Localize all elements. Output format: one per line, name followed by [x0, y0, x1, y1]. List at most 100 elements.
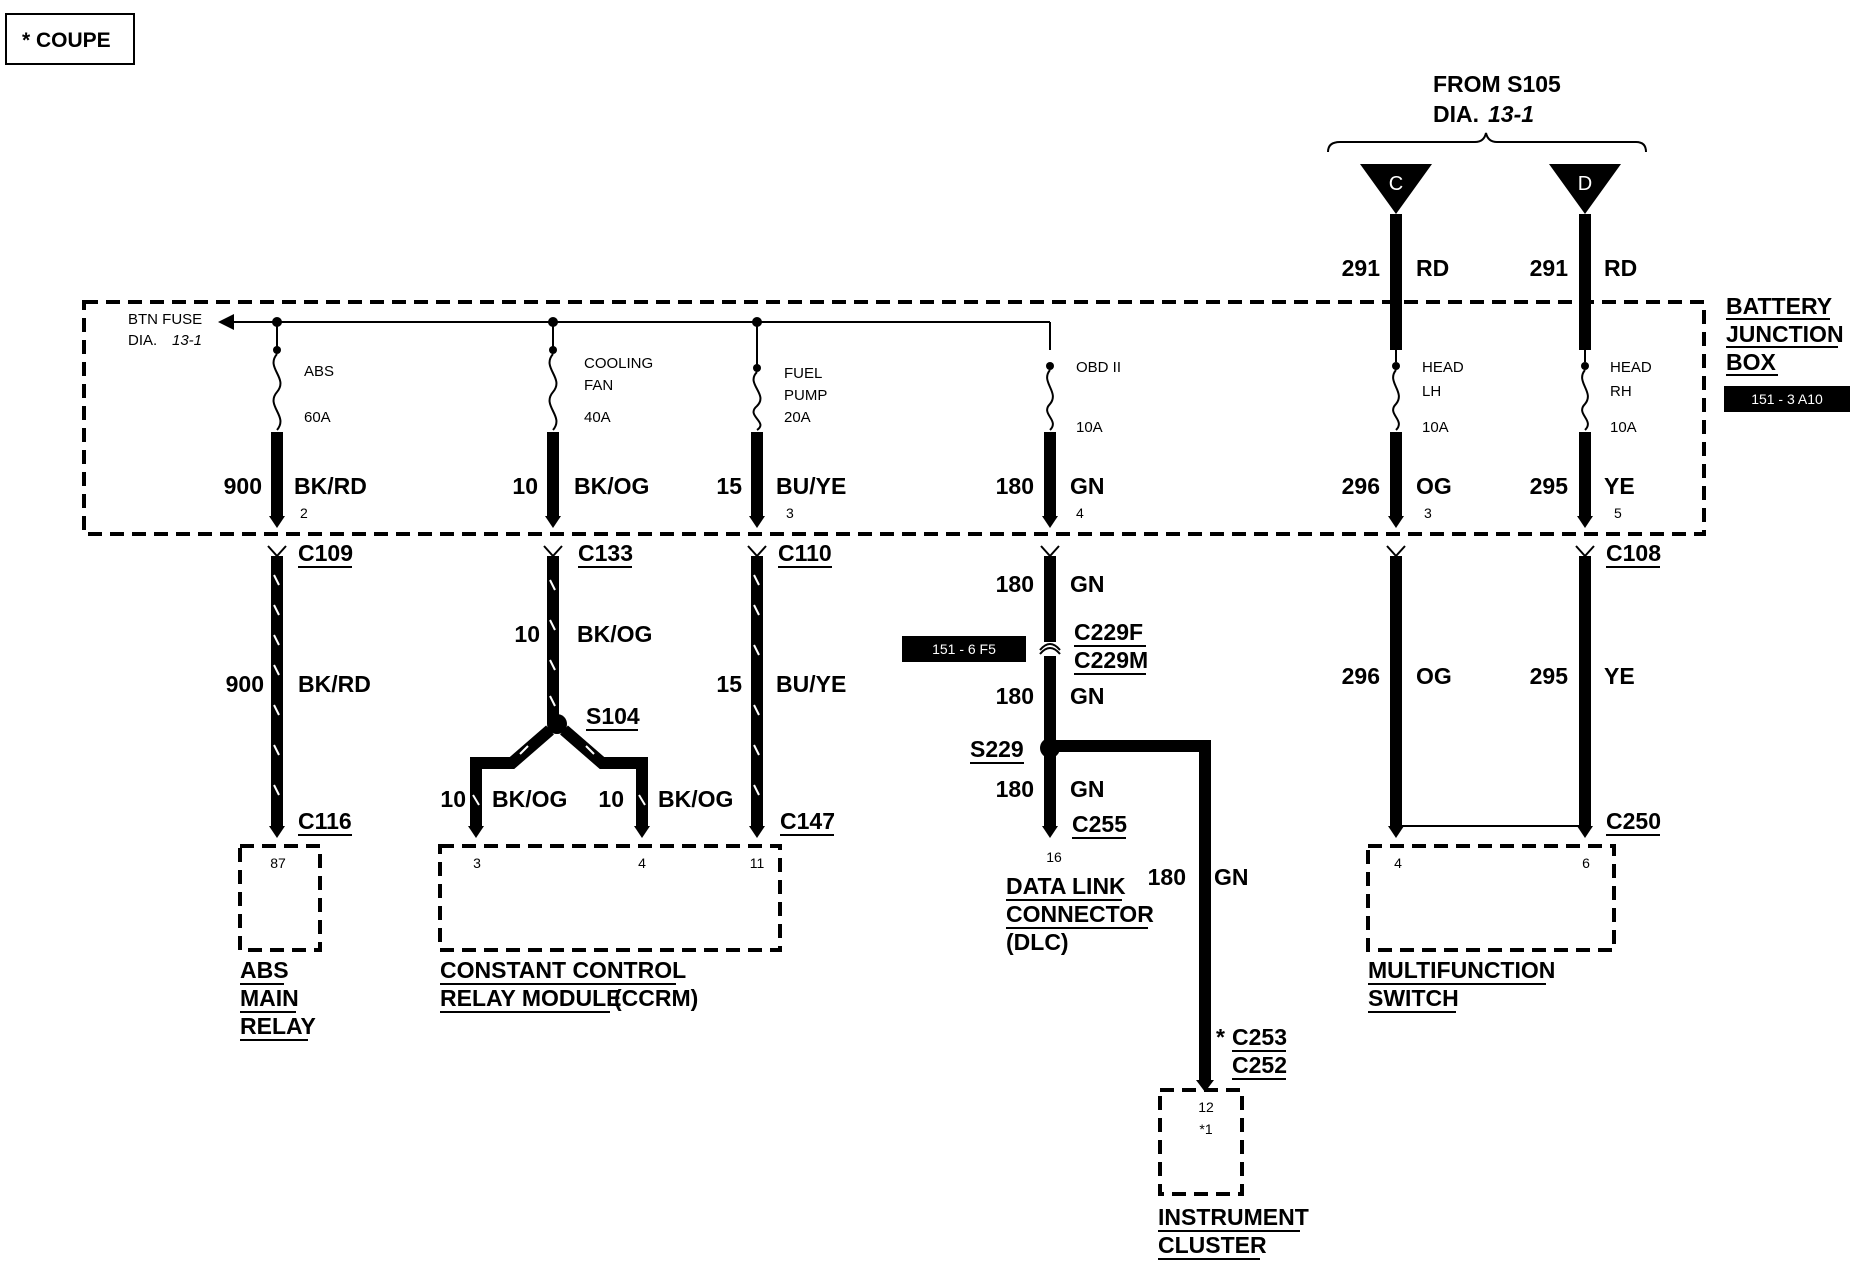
abs-relay-pin: 87 [270, 855, 286, 871]
fuse-cooling-fan-color: BK/OG [574, 473, 649, 499]
fuse-head-lh-rating: 10A [1422, 419, 1449, 436]
connector-c229f: C229F [1074, 619, 1143, 645]
cluster-name-2: CLUSTER [1158, 1232, 1267, 1258]
source-reference: FROM S105 DIA. 13-1 [1327, 71, 1647, 153]
wire-ccrm-right-circuit: 10 [598, 786, 624, 812]
wire-ye-color: YE [1604, 663, 1635, 689]
fuse-head-lh-feed-color: RD [1416, 255, 1449, 281]
abs-relay-name-1: ABS [240, 957, 289, 983]
cluster-pin: 12 [1198, 1099, 1214, 1115]
connector-c253: C253 [1232, 1024, 1287, 1050]
mfs-pin-6: 6 [1582, 855, 1590, 871]
coupe-legend: * COUPE [5, 13, 135, 65]
ccrm-module: 3 4 11 CONSTANT CONTROL RELAY MODULE (CC… [438, 844, 782, 1013]
fuse-head-rh-circuit: 295 [1530, 473, 1569, 499]
coupe-legend-label: * COUPE [22, 29, 111, 52]
fuse-head-lh-feed-circuit: 291 [1342, 255, 1381, 281]
fuse-head-rh: 291 RD HEAD RH 10A 295 YE 5 [1530, 214, 1652, 528]
fuse-obd-ii-name: OBD II [1076, 359, 1121, 376]
fuse-abs: ABS 60A 900 BK/RD 2 [224, 322, 367, 528]
dlc-page-ref: 151 - 6 F5 [932, 641, 996, 657]
mfs-name-2: SWITCH [1368, 985, 1459, 1011]
source-line2-prefix: DIA. [1433, 101, 1479, 127]
wire-fuel-color: BU/YE [776, 671, 846, 697]
btn-fuse-label: BTN FUSE [128, 311, 202, 328]
connector-c-label: C [1389, 173, 1403, 195]
wire-ye-circuit: 295 [1530, 663, 1569, 689]
fuse-fuel-pump-circuit: 15 [716, 473, 742, 499]
wire-dlc-upper-color: GN [1070, 571, 1105, 597]
fuse-abs-color: BK/RD [294, 473, 367, 499]
wire-fuel: 15 BU/YE C147 [716, 556, 846, 838]
splice-s229: S229 [970, 736, 1024, 762]
cluster-name-1: INSTRUMENT [1158, 1204, 1309, 1230]
fuse-obd-ii-circuit: 180 [996, 473, 1034, 499]
cluster-star: * [1216, 1024, 1225, 1050]
fuse-fuel-pump-name-2: PUMP [784, 387, 827, 404]
fuse-head-lh-circuit: 296 [1342, 473, 1380, 499]
fuse-obd-ii-color: GN [1070, 473, 1105, 499]
wire-cluster-color: GN [1214, 864, 1249, 890]
fuse-abs-rating: 60A [304, 409, 331, 426]
fuse-fuel-pump-name-1: FUEL [784, 365, 822, 382]
ccrm-pin-4: 4 [638, 855, 646, 871]
connector-d: D [1549, 164, 1621, 214]
wire-ccrm-trunk-circuit: 10 [514, 621, 540, 647]
cluster-pin-note: *1 [1199, 1121, 1212, 1137]
connector-c116: C116 [298, 808, 352, 834]
wire-ccrm-left-color: BK/OG [492, 786, 567, 812]
fuse-head-rh-name-1: HEAD [1610, 359, 1652, 376]
wire-ccrm: 10 BK/OG S104 10 BK/OG 10 BK/OG [440, 556, 733, 838]
wire-ccrm-right-color: BK/OG [658, 786, 733, 812]
fuse-head-lh-color: OG [1416, 473, 1452, 499]
fuse-abs-circuit: 900 [224, 473, 262, 499]
abs-main-relay: 87 ABS MAIN RELAY [238, 844, 322, 1041]
instrument-cluster: 12 *1 INSTRUMENT CLUSTER [1158, 1088, 1309, 1260]
wire-fuel-circuit: 15 [716, 671, 742, 697]
fuse-head-lh: 291 RD HEAD LH 10A 296 OG 3 [1342, 214, 1464, 528]
wire-dlc-upper-circuit: 180 [996, 571, 1034, 597]
wire-dlc: 180 GN 151 - 6 F5 C229F C229M 180 GN S22… [902, 556, 1287, 1092]
fuse-fuel-pump-rating: 20A [784, 409, 811, 426]
battery-junction-box-outline [82, 300, 1706, 536]
box-connector-markers: C109 C133 C110 C108 [267, 540, 1661, 568]
fuse-abs-name: ABS [304, 363, 334, 380]
wire-dlc-mid-color: GN [1070, 683, 1105, 709]
ccrm-name-1: CONSTANT CONTROL [440, 957, 686, 983]
dlc-suffix: (DLC) [1006, 929, 1069, 955]
fuse-head-rh-color: YE [1604, 473, 1635, 499]
fuse-head-rh-feed-circuit: 291 [1530, 255, 1569, 281]
ccrm-suffix: (CCRM) [614, 985, 698, 1011]
fuse-obd-ii-pin: 4 [1076, 505, 1084, 521]
fuse-head-rh-name-2: RH [1610, 383, 1632, 400]
connector-c250: C250 [1606, 808, 1661, 834]
connector-c133: C133 [578, 540, 633, 566]
wire-og-ye: 296 OG 295 YE C250 [1342, 556, 1661, 838]
connector-c108: C108 [1606, 540, 1661, 566]
wire-ccrm-left-circuit: 10 [440, 786, 466, 812]
dlc-name-1: DATA LINK [1006, 873, 1126, 899]
ccrm-pin-11: 11 [750, 855, 765, 871]
ccrm-pin-3: 3 [473, 855, 481, 871]
fuse-head-lh-name-2: LH [1422, 383, 1441, 400]
connector-c147: C147 [780, 808, 835, 834]
mfs-name-1: MULTIFUNCTION [1368, 957, 1555, 983]
fuse-head-rh-pin: 5 [1614, 505, 1622, 521]
fuse-abs-pin: 2 [300, 505, 308, 521]
wire-abs-circuit: 900 [226, 671, 264, 697]
connector-d-label: D [1578, 173, 1592, 195]
connector-c255: C255 [1072, 811, 1127, 837]
btn-dia-ref: 13-1 [172, 332, 202, 349]
connector-c229m: C229M [1074, 647, 1148, 673]
wire-abs: 900 BK/RD C116 [226, 556, 371, 838]
abs-relay-name-3: RELAY [240, 1013, 316, 1039]
box-name-line1: BATTERY [1726, 293, 1832, 319]
source-line1: FROM S105 [1433, 71, 1561, 97]
battery-junction-box-label: BATTERY JUNCTION BOX 151 - 3 A10 [1724, 293, 1850, 412]
fuse-fuel-pump: FUEL PUMP 20A 15 BU/YE 3 [716, 322, 846, 528]
fuse-obd-ii: OBD II 10A 180 GN 4 [996, 359, 1121, 528]
btn-dia-label: DIA. [128, 332, 157, 349]
connector-c110: C110 [778, 540, 832, 566]
fuse-fuel-pump-color: BU/YE [776, 473, 846, 499]
fuse-cooling-fan-circuit: 10 [512, 473, 538, 499]
